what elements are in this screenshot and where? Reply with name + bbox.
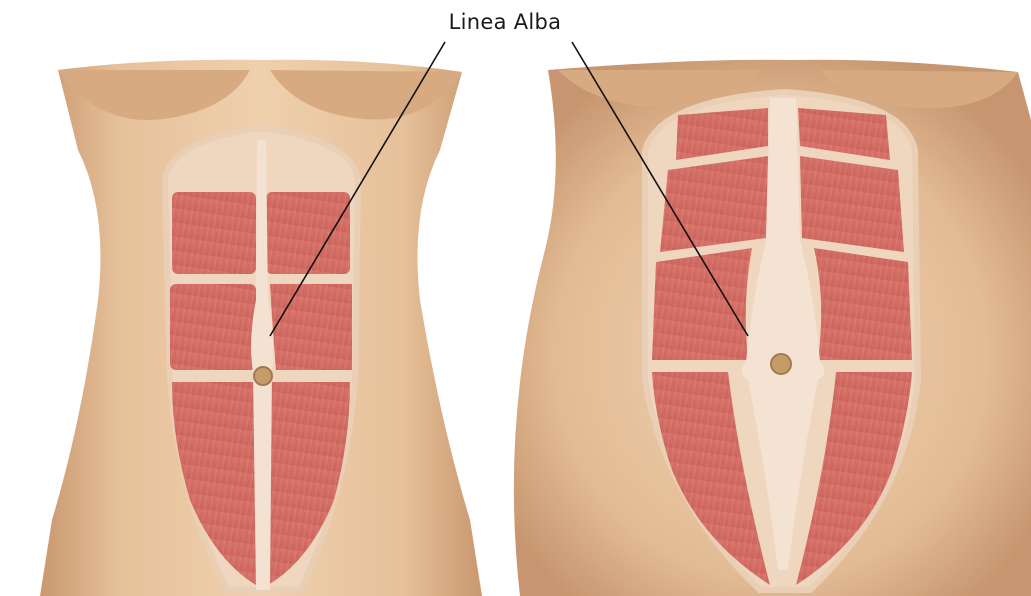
normal-torso <box>40 60 482 596</box>
linea-alba-label: Linea Alba <box>415 10 595 34</box>
normal-navel <box>254 367 272 385</box>
diastasis-torso <box>514 60 1031 596</box>
diastasis-navel <box>771 354 791 374</box>
